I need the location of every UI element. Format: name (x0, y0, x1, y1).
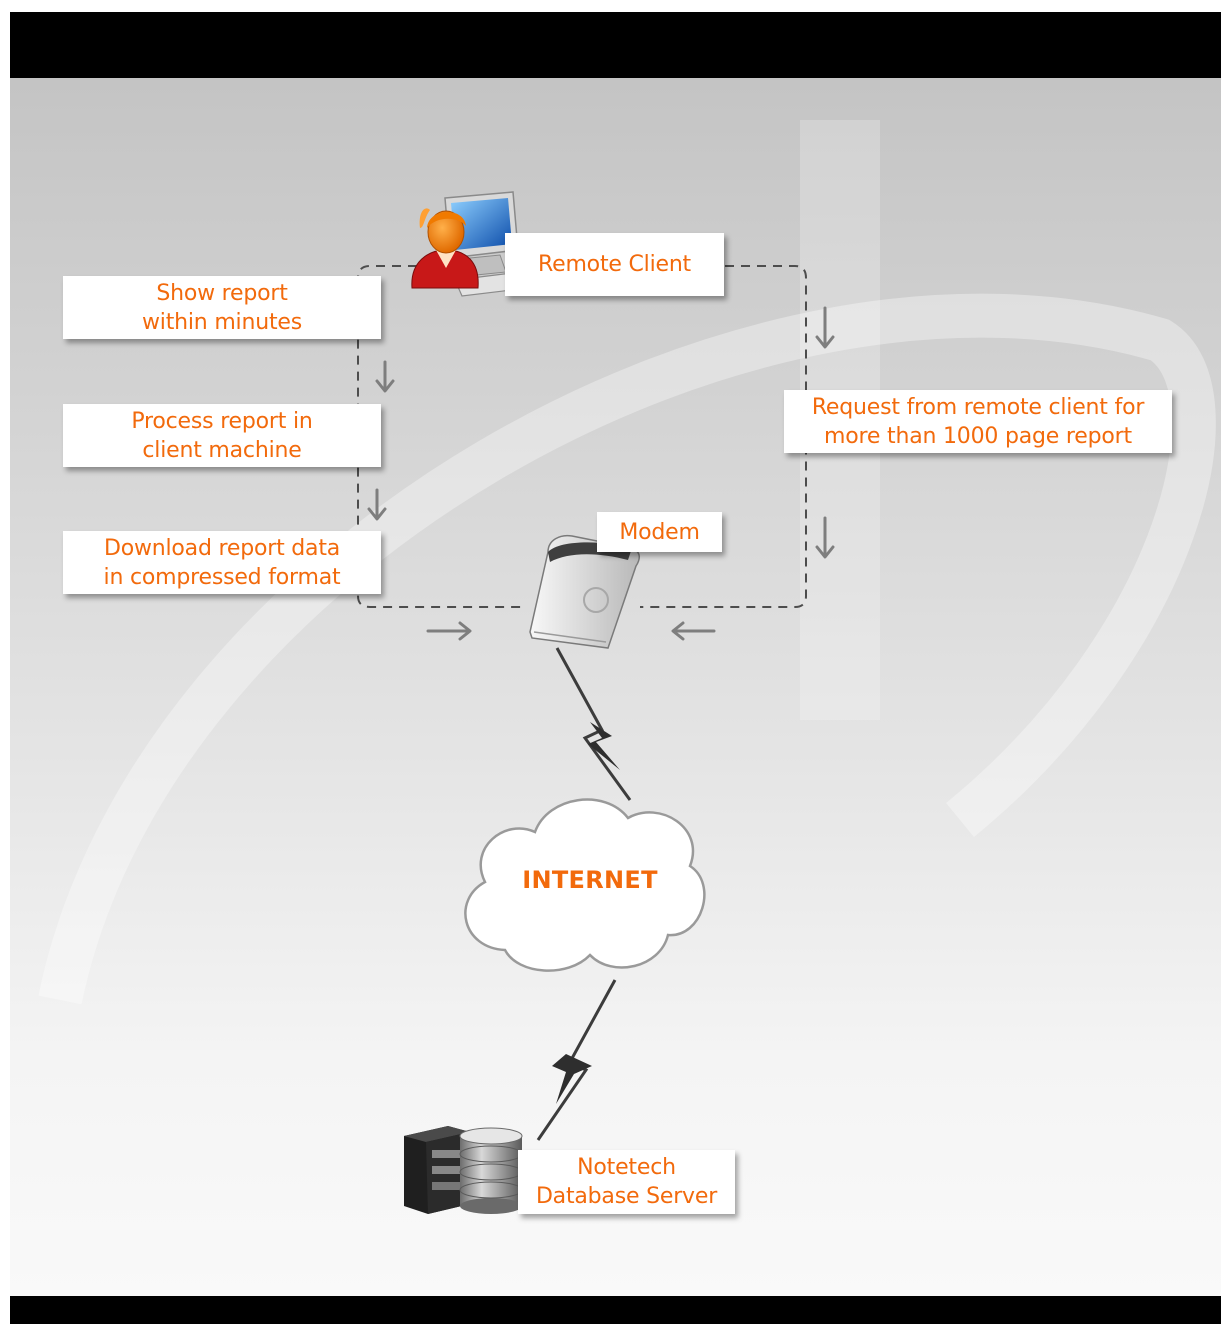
remote-client-text: Remote Client (538, 252, 691, 277)
download-report-line-1: Download report data (103, 535, 341, 561)
process-report-line-2: client machine (142, 437, 302, 463)
arrow-down-left-1 (375, 360, 395, 393)
process-report-line-1: Process report in (131, 408, 313, 434)
server-line-2: Database Server (535, 1184, 718, 1209)
remote-client-label: Remote Client (505, 233, 724, 296)
show-report-label: Show report within minutes (63, 276, 381, 339)
arrow-down-right-1 (815, 306, 835, 349)
modem-icon (529, 534, 640, 649)
database-server-icon (404, 1126, 523, 1214)
modem-text: Modem (619, 519, 700, 545)
flow-arrows (367, 306, 835, 641)
server-line-1: Notetech (577, 1155, 676, 1180)
lightning-bolt-bottom (552, 1054, 592, 1104)
arrow-right-bottom (426, 621, 472, 641)
show-report-line-2: within minutes (142, 309, 302, 335)
request-line-2: more than 1000 page report (824, 423, 1132, 449)
download-report-label: Download report data in compressed forma… (63, 531, 381, 594)
lightning-connector-top (555, 647, 632, 801)
bottom-frame-bar (10, 1296, 1221, 1324)
show-report-line-1: Show report (156, 280, 288, 306)
server-label: Notetech Database Server (518, 1150, 735, 1214)
request-label: Request from remote client for more than… (784, 390, 1172, 453)
cloud-icon (464, 798, 706, 972)
top-frame-bar (10, 12, 1221, 78)
download-report-line-2: in compressed format (103, 564, 341, 590)
request-line-1: Request from remote client for (811, 394, 1145, 420)
internet-label: INTERNET (522, 866, 658, 894)
modem-label: Modem (597, 512, 722, 552)
arrow-left-bottom (671, 621, 716, 641)
process-report-label: Process report in client machine (63, 404, 381, 467)
lightning-bolt-top (588, 722, 620, 770)
arrow-down-right-2 (815, 516, 835, 559)
arrow-down-left-2 (367, 488, 387, 521)
